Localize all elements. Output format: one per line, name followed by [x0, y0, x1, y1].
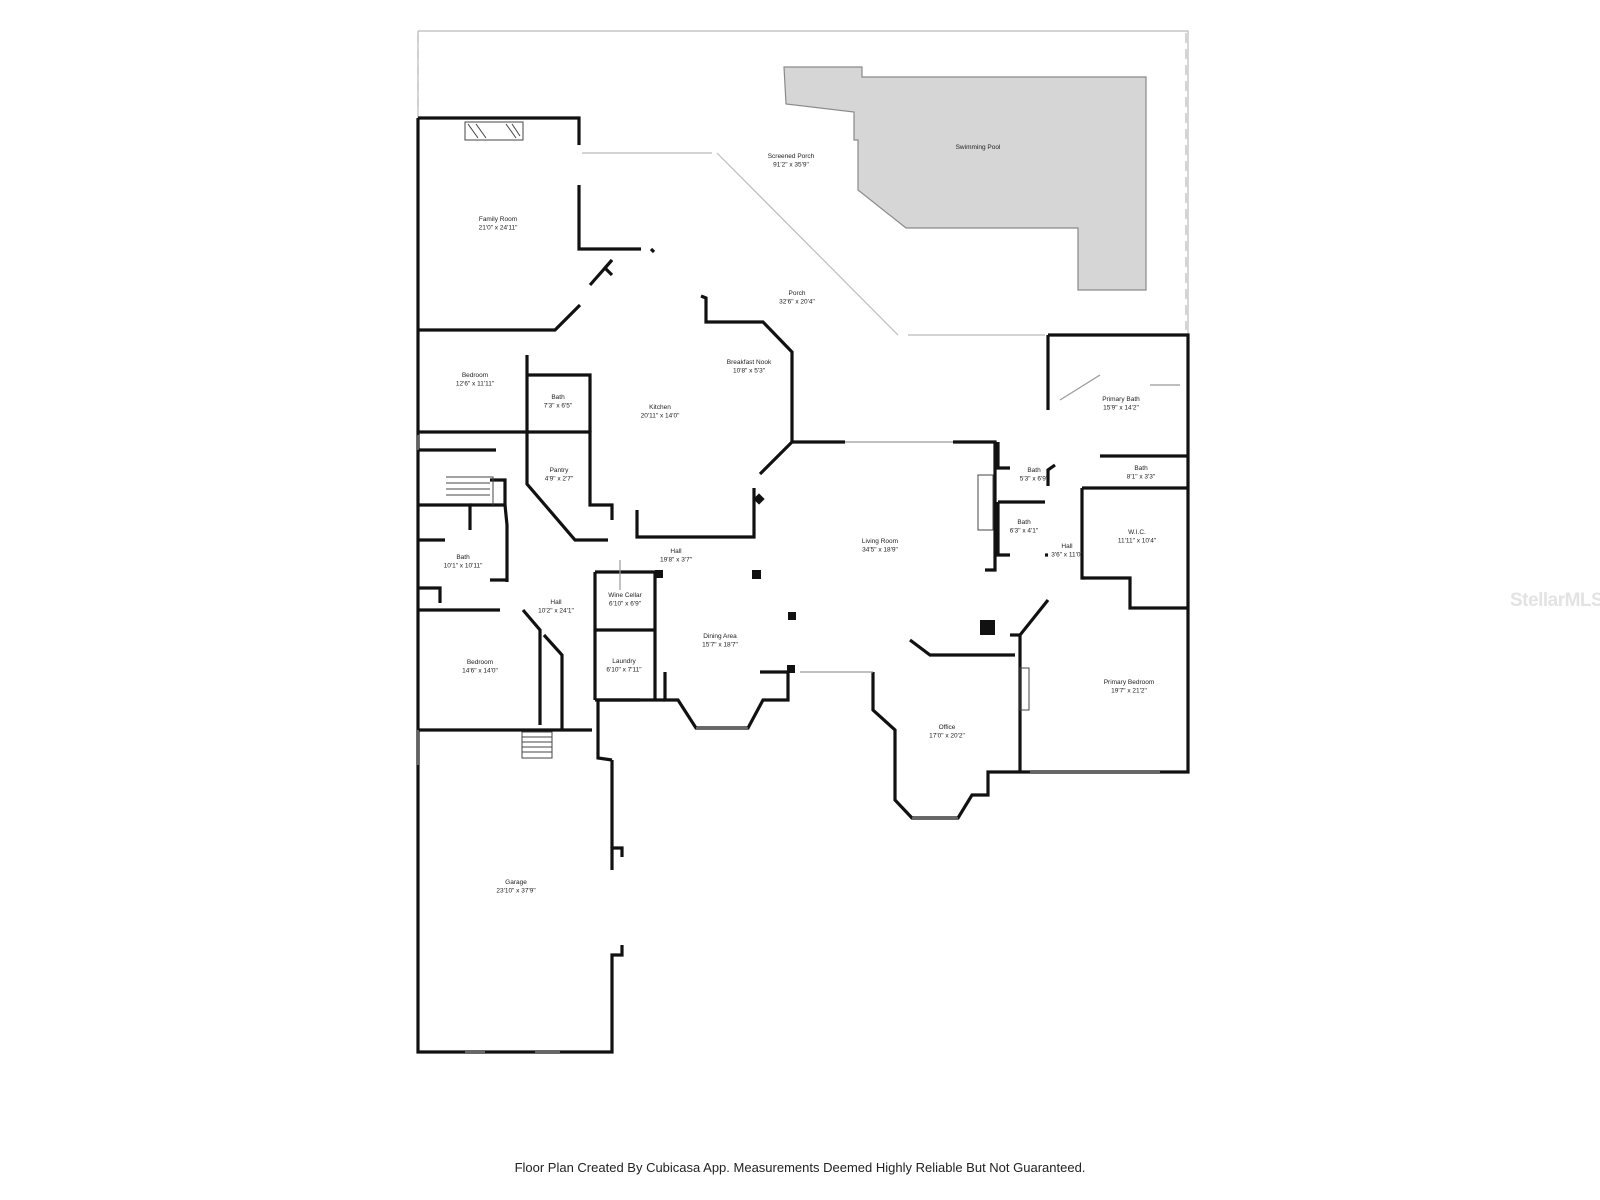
fireplace — [464, 121, 524, 141]
room-name-porch: Porch — [789, 290, 806, 297]
room-name-hall-1: Hall — [670, 548, 682, 555]
room-dims-garage: 23'10" x 37'9" — [496, 888, 536, 895]
room-name-primary-bedroom: Primary Bedroom — [1104, 679, 1155, 686]
room-dims-hall-1: 19'8" x 3'7" — [660, 557, 693, 564]
room-name-wic: W.I.C. — [1128, 529, 1146, 536]
swimming-pool-shape — [783, 66, 1147, 291]
room-name-hall-3: Hall — [550, 599, 562, 606]
room-name-pantry: Pantry — [550, 467, 570, 474]
room-dims-breakfast-nook: 10'8" x 5'3" — [733, 368, 766, 375]
windows — [417, 374, 1180, 1053]
room-name-bath-3: Bath — [1134, 465, 1148, 472]
room-name-bath-2: Bath — [1027, 467, 1041, 474]
room-name-office: Office — [939, 724, 956, 731]
room-dims-kitchen: 20'11" x 14'0" — [641, 413, 680, 420]
room-name-garage: Garage — [505, 879, 527, 886]
room-dims-bath-4: 6'3" x 4'1" — [1010, 528, 1039, 535]
room-name-living-room: Living Room — [862, 538, 898, 545]
watermark: StellarMLS — [1510, 590, 1600, 611]
room-name-hall-2: Hall — [1061, 543, 1073, 550]
room-dims-hall-3: 10'2" x 24'1" — [538, 608, 574, 615]
room-labels: Screened Porch 91'2" x 35'9" Swimming Pool… — [444, 144, 1157, 895]
room-name-swimming-pool: Swimming Pool — [956, 144, 1001, 151]
room-name-laundry: Laundry — [612, 658, 636, 665]
room-name-bedroom-1: Bedroom — [462, 372, 488, 379]
room-name-breakfast-nook: Breakfast Nook — [727, 359, 772, 366]
room-name-kitchen: Kitchen — [649, 404, 671, 411]
walls — [416, 116, 1190, 1054]
room-dims-screened-porch: 91'2" x 35'9" — [773, 162, 809, 169]
footer-disclaimer: Floor Plan Created By Cubicasa App. Meas… — [514, 1160, 1086, 1175]
room-dims-bedroom-1: 12'6" x 11'11" — [456, 381, 495, 388]
room-dims-wine-cellar: 6'10" x 6'9" — [609, 601, 642, 608]
room-dims-bath-5: 10'1" x 10'11" — [444, 563, 483, 570]
room-dims-bath-2: 5'3" x 6'9" — [1020, 476, 1049, 483]
room-name-bath-5: Bath — [456, 554, 470, 561]
room-name-primary-bath: Primary Bath — [1102, 396, 1140, 403]
room-dims-living-room: 34'5" x 18'9" — [862, 547, 898, 554]
room-name-family-room: Family Room — [479, 216, 517, 223]
room-name-bath-1: Bath — [551, 394, 565, 401]
room-dims-bedroom-2: 14'6" x 14'0" — [462, 668, 498, 675]
room-dims-pantry: 4'9" x 2'7" — [545, 476, 574, 483]
room-dims-laundry: 6'10" x 7'11" — [606, 667, 642, 674]
room-dims-hall-2: 3'6" x 11'0" — [1051, 552, 1083, 559]
room-name-bath-4: Bath — [1017, 519, 1031, 526]
room-dims-office: 17'0" x 20'2" — [929, 733, 965, 740]
room-name-dining-area: Dining Area — [703, 633, 737, 640]
stairs — [446, 474, 1030, 759]
room-name-screened-porch: Screened Porch — [768, 153, 815, 160]
screened-porch-outline — [417, 30, 1189, 336]
room-dims-primary-bath: 15'9" x 14'2" — [1103, 405, 1139, 412]
room-dims-dining-area: 15'7" x 18'7" — [702, 642, 738, 649]
room-dims-bath-3: 8'1" x 3'3" — [1127, 474, 1156, 481]
room-dims-family-room: 21'0" x 24'11" — [479, 225, 518, 232]
room-dims-bath-1: 7'3" x 6'5" — [544, 403, 573, 410]
room-dims-porch: 32'6" x 20'4" — [779, 299, 815, 306]
columns — [655, 493, 995, 673]
room-name-bedroom-2: Bedroom — [467, 659, 493, 666]
room-name-wine-cellar: Wine Cellar — [608, 592, 642, 599]
room-dims-wic: 11'11" x 10'4" — [1118, 538, 1157, 545]
room-dims-primary-bedroom: 19'7" x 21'2" — [1111, 688, 1147, 695]
